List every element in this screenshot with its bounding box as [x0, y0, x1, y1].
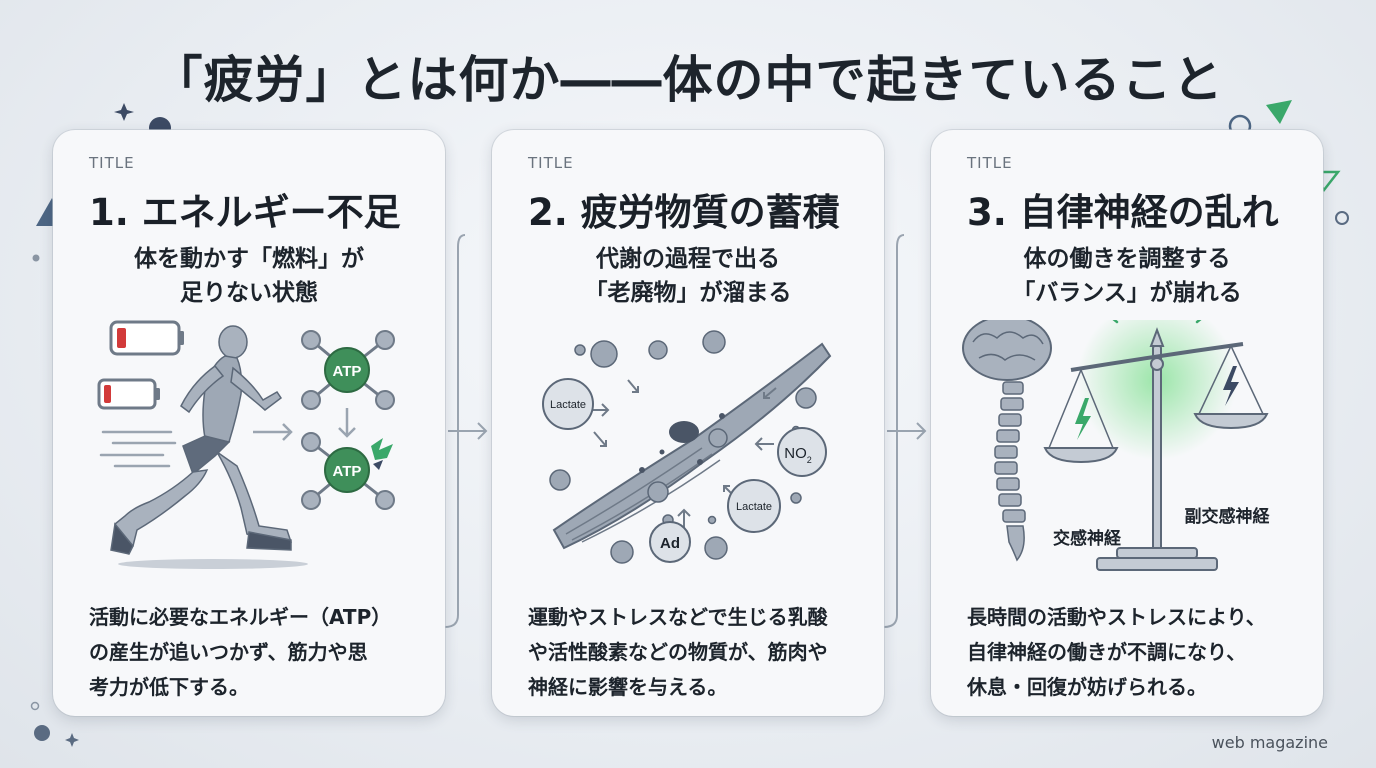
atp-label: ATP	[333, 463, 362, 480]
card-heading: 3. 自律神経の乱れ	[967, 191, 1279, 234]
desc-line: 休息・回復が妨げられる。	[967, 675, 1207, 699]
atp-molecule-icon: ATP	[301, 330, 395, 410]
dot-decoration	[34, 725, 50, 741]
sparkle-icon	[65, 733, 79, 747]
arrow-icon	[677, 508, 691, 528]
no2-subscript: 2	[807, 455, 812, 465]
ad-circle: Ad	[649, 521, 691, 563]
lactate-circle: Lactate	[542, 378, 594, 430]
svg-text:NO2: NO2	[784, 445, 812, 465]
desc-line: 運動やストレスなどで生じる乳酸	[528, 605, 828, 629]
parasympathetic-label: 副交感神経	[1185, 506, 1271, 527]
desc-line: 長時間の活動やストレスにより、	[967, 605, 1266, 629]
no2-circle: NO2	[777, 427, 827, 477]
desc-line: 神経に影響を与える。	[528, 675, 728, 699]
dot-decoration	[32, 254, 40, 262]
card-fatigue-substances: TITLE 2. 疲労物質の蓄積 代謝の過程で出る 「老廃物」が溜まる	[492, 130, 884, 716]
no2-label: NO	[784, 445, 807, 462]
waste-particle-icons	[549, 330, 817, 564]
arrow-icon	[754, 437, 774, 451]
desc-line: や活性酸素などの物質が、筋肉や	[528, 640, 828, 664]
card-tag: TITLE	[967, 154, 1013, 172]
subtitle-line: 代謝の過程で出る	[596, 246, 780, 272]
atp-broken-icon: ATP	[301, 432, 395, 510]
sympathetic-label: 交感神経	[1053, 528, 1122, 549]
card-description: 長時間の活動やストレスにより、 自律神経の働きが不調になり、 休息・回復が妨げら…	[967, 600, 1303, 705]
runner-figure	[110, 325, 293, 555]
ring-decoration	[1335, 211, 1349, 225]
lactate-circle: Lactate	[727, 479, 781, 533]
subtitle-line: 「老廃物」が溜まる	[584, 280, 792, 306]
card-heading: 1. エネルギー不足	[89, 191, 401, 234]
ring-decoration	[30, 701, 40, 711]
ad-label: Ad	[660, 535, 680, 552]
balance-scale-icon	[1043, 327, 1269, 571]
subtitle-line: 体の働きを調整する	[1023, 246, 1231, 272]
speed-lines-icon	[99, 430, 177, 468]
lightning-icon	[1075, 398, 1091, 440]
lactate-label: Lactate	[736, 501, 772, 513]
connector-arrow	[444, 234, 488, 628]
arrow-right-icon	[253, 423, 293, 441]
desc-line: 活動に必要なエネルギー（ATP）	[89, 605, 392, 629]
runner-illustration: ATP ATP	[97, 320, 395, 569]
glow-rays-icon	[1112, 320, 1202, 324]
desc-line: 自律神経の働きが不調になり、	[967, 640, 1247, 664]
lactate-label: Lactate	[550, 399, 586, 411]
card-subtitle: 体を動かす「燃料」が 足りない状態	[53, 242, 445, 310]
card-subtitle: 代謝の過程で出る 「老廃物」が溜まる	[492, 242, 884, 310]
card-tag: TITLE	[89, 154, 135, 172]
footer-brand: web magazine	[1211, 733, 1328, 752]
lightning-icon	[1223, 366, 1239, 406]
arrow-down-icon	[338, 408, 356, 438]
desc-line: の産生が追いつかず、筋力や思	[89, 640, 368, 664]
card-energy-deficit: TITLE 1. エネルギー不足 体を動かす「燃料」が 足りない状態	[53, 130, 445, 716]
page-title: 「疲労」とは何か――体の中で起きていること	[152, 51, 1224, 109]
card-description: 活動に必要なエネルギー（ATP） の産生が追いつかず、筋力や思 考力が低下する。	[89, 600, 425, 705]
battery-low-icon	[109, 320, 184, 356]
arrow-icon	[627, 379, 639, 393]
connector-arrow	[883, 234, 927, 628]
battery-low-icon	[97, 378, 160, 410]
nervous-balance-illustration: 交感神経 副交感神経	[962, 320, 1271, 571]
arrow-icon	[593, 431, 607, 447]
atp-label: ATP	[333, 363, 362, 380]
brain-icon	[962, 320, 1052, 381]
card-autonomic-imbalance: TITLE 3. 自律神経の乱れ 体の働きを調整する 「バランス」が崩れる	[931, 130, 1323, 716]
card-heading: 2. 疲労物質の蓄積	[528, 191, 840, 234]
arrow-icon	[763, 387, 777, 399]
desc-line: 考力が低下する。	[89, 675, 249, 699]
subtitle-line: 「バランス」が崩れる	[1012, 280, 1242, 306]
card-tag: TITLE	[528, 154, 574, 172]
subtitle-line: 体を動かす「燃料」が	[134, 246, 364, 272]
card-subtitle: 体の働きを調整する 「バランス」が崩れる	[931, 242, 1323, 310]
card-description: 運動やストレスなどで生じる乳酸 や活性酸素などの物質が、筋肉や 神経に影響を与え…	[528, 600, 864, 705]
spine-icon	[994, 381, 1026, 562]
muscle-illustration: Lactate NO2 Lactate Ad	[542, 330, 832, 564]
subtitle-line: 足りない状態	[180, 280, 318, 306]
